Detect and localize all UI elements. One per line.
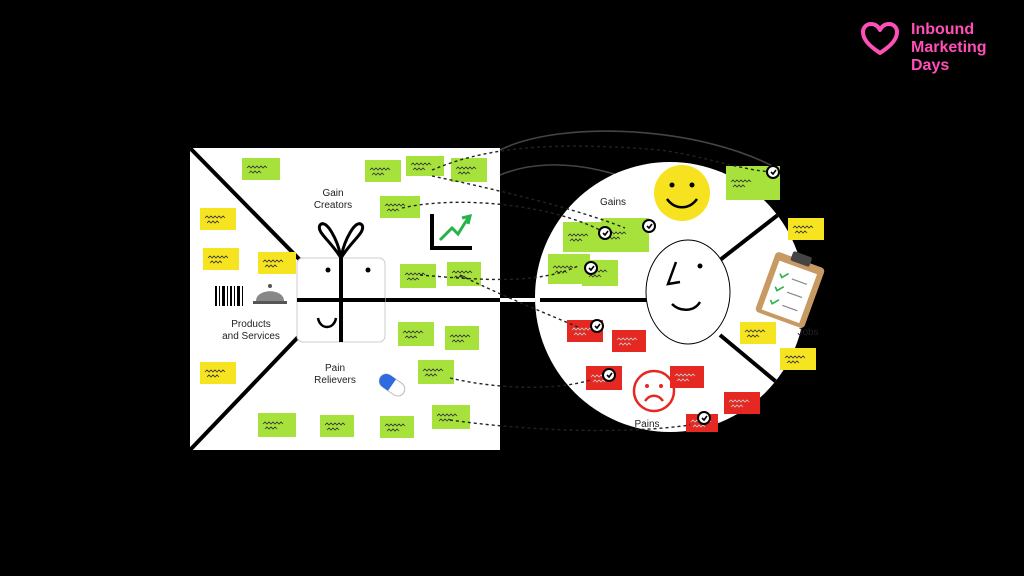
sticky-note xyxy=(365,160,401,182)
sticky-note xyxy=(400,264,436,288)
neutral-face-icon xyxy=(666,261,703,311)
products-services-label: Products and Services xyxy=(222,319,280,342)
pain-relievers-label: Pain Relievers xyxy=(314,363,356,386)
heart-outline-icon xyxy=(861,22,899,55)
pains-label: Pains xyxy=(634,419,660,430)
sticky-note xyxy=(451,158,487,182)
growth-chart-icon xyxy=(430,213,473,250)
barcode-icon xyxy=(215,286,243,306)
sticky-note xyxy=(200,362,236,384)
sticky-note xyxy=(724,392,760,414)
sticky-note xyxy=(398,322,434,346)
sticky-note xyxy=(258,252,296,274)
sticky-note xyxy=(380,416,414,438)
sticky-note xyxy=(612,330,646,352)
sticky-note xyxy=(432,405,470,429)
sticky-note xyxy=(203,248,239,270)
sticky-note xyxy=(670,366,704,388)
gain-creators-label: Gain Creators xyxy=(313,188,353,211)
sticky-note xyxy=(406,156,444,176)
jobs-label: Jobs xyxy=(797,327,819,338)
sticky-note xyxy=(200,208,236,230)
brand-name: Inbound Marketing Days xyxy=(911,21,987,74)
sticky-note xyxy=(320,415,354,437)
sticky-note xyxy=(788,218,824,240)
sticky-note xyxy=(780,348,816,370)
sticky-note xyxy=(447,262,481,286)
sticky-note xyxy=(740,322,776,344)
pill-icon xyxy=(378,373,406,397)
gains-label: Gains xyxy=(599,197,627,208)
clipboard-icon xyxy=(755,251,825,328)
value-map-board xyxy=(188,146,500,452)
sticky-note xyxy=(242,158,280,180)
sticky-note xyxy=(380,196,420,218)
cloche-icon xyxy=(253,284,287,304)
smiley-icon xyxy=(654,165,710,221)
dashed-connections xyxy=(401,145,773,432)
gift-face-icon xyxy=(296,222,386,343)
sticky-notes xyxy=(200,156,824,438)
sticky-note xyxy=(445,326,479,350)
sticky-note xyxy=(418,360,454,384)
sticky-note xyxy=(258,413,296,437)
brand-logo: Inbound Marketing Days xyxy=(860,20,1020,76)
sad-face-icon xyxy=(632,369,676,413)
